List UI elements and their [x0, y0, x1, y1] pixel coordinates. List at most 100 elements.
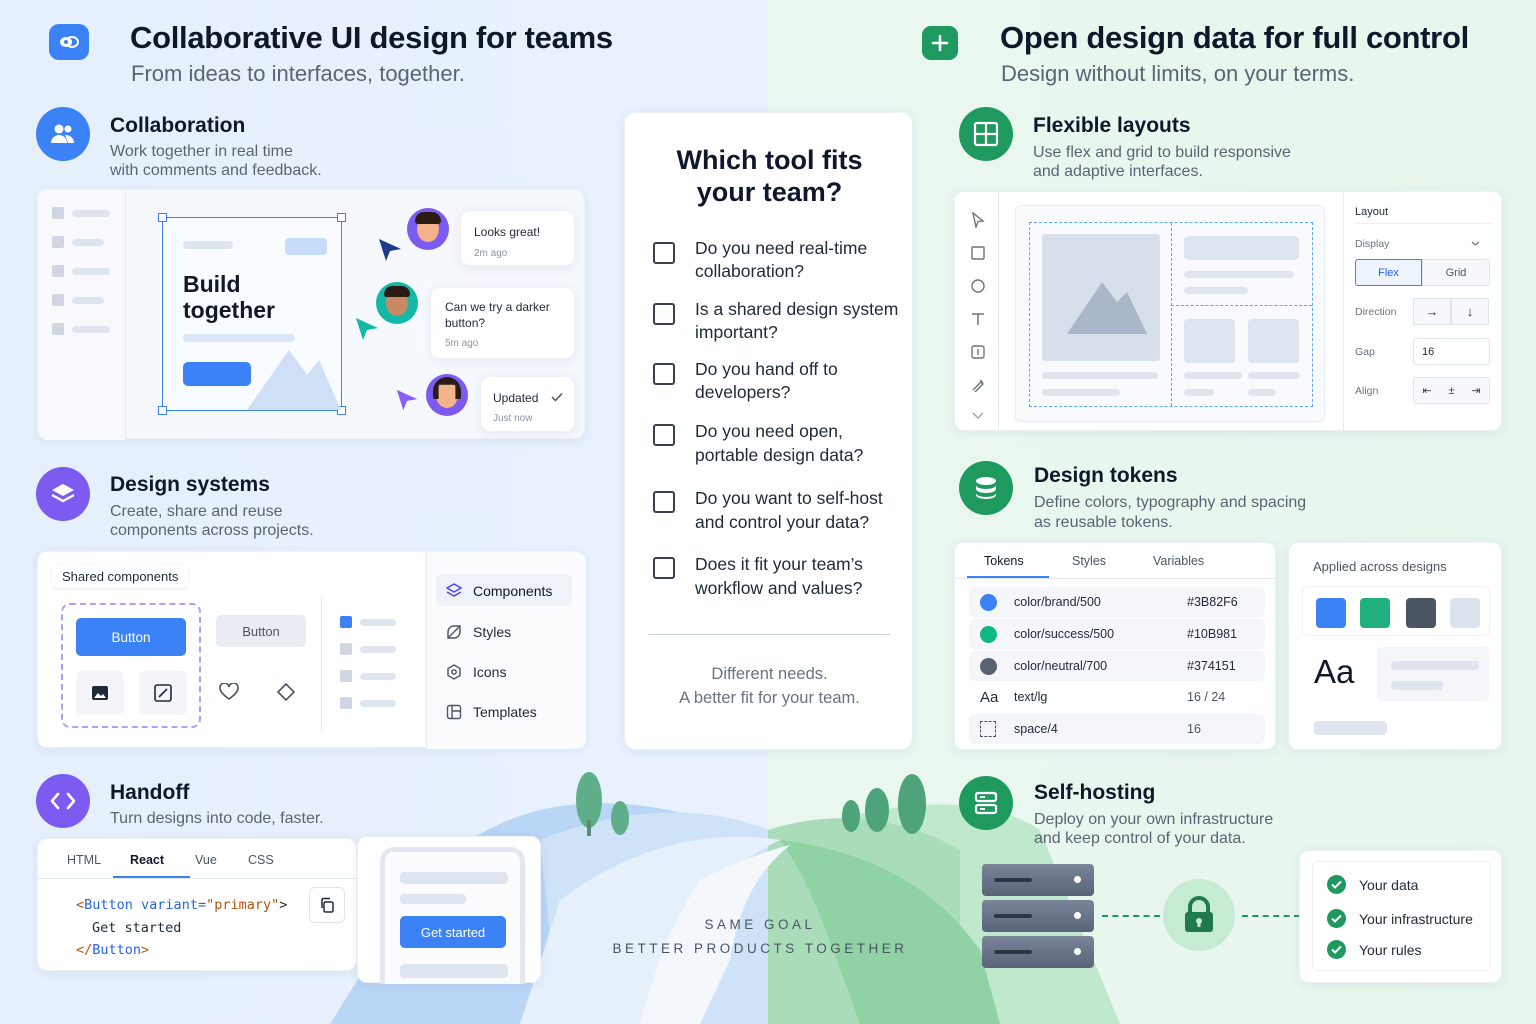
applied-swatch: [1450, 598, 1480, 628]
code-line-2: Get started: [92, 920, 182, 936]
primary-button[interactable]: Button: [76, 618, 186, 656]
control-item: Your rules: [1359, 942, 1422, 958]
comment-text: Can we try a darker: [445, 300, 550, 314]
selected-frame[interactable]: Build together: [158, 213, 346, 415]
color-swatch-icon: [980, 593, 997, 611]
token-row[interactable]: color/brand/500 #3B82F6: [969, 587, 1265, 617]
component-selection[interactable]: Button: [61, 603, 201, 728]
applied-swatch: [1316, 598, 1346, 628]
cursor-icon: [356, 318, 378, 340]
design-systems-card: Shared components Button Button Componen…: [37, 551, 586, 749]
self-hosting-desc-1: Deploy on your own infrastructure: [1034, 811, 1274, 828]
menu-label: Components: [473, 583, 553, 599]
collaboration-title: Collaboration: [110, 114, 246, 137]
question-checkbox[interactable]: [653, 363, 675, 385]
avatar: [407, 208, 449, 250]
direction-column-button[interactable]: ↓: [1451, 298, 1489, 325]
heart-icon[interactable]: [219, 683, 239, 701]
comment-time: 2m ago: [474, 248, 508, 259]
questionnaire-title-1: Which tool fits: [676, 145, 863, 175]
menu-item-styles[interactable]: Styles: [473, 624, 512, 640]
comment-bubble[interactable]: Updated Just now: [480, 376, 575, 432]
menu-item-templates[interactable]: Templates: [473, 704, 537, 720]
question-checkbox[interactable]: [653, 303, 675, 325]
chevron-down-icon[interactable]: [1471, 241, 1480, 246]
copy-button[interactable]: [309, 887, 345, 923]
tab-variables[interactable]: Variables: [1153, 554, 1205, 568]
gap-label: Gap: [1355, 346, 1375, 358]
align-left-icon[interactable]: ⇤: [1422, 385, 1432, 397]
shared-components-label: Shared components: [52, 565, 189, 588]
token-row[interactable]: color/neutral/700 #374151: [969, 651, 1265, 681]
tab-vue[interactable]: Vue: [195, 853, 217, 867]
components-icon: [446, 583, 462, 597]
collaboration-canvas-card: Build together Looks great! 2m ago Can w…: [37, 189, 585, 440]
secondary-button[interactable]: Button: [216, 615, 306, 647]
gap-input[interactable]: 16: [1413, 338, 1490, 365]
direction-row-button[interactable]: →: [1413, 298, 1451, 325]
tokens-card: Tokens Styles Variables color/brand/500 …: [954, 542, 1277, 750]
self-hosting-icon: [959, 776, 1013, 830]
typography-icon: Aa: [980, 688, 999, 706]
left-logo: [49, 24, 89, 60]
ellipse-tool-icon[interactable]: [971, 279, 985, 293]
direction-label: Direction: [1355, 306, 1397, 318]
rectangle-tool-icon[interactable]: [971, 246, 985, 260]
tab-tokens[interactable]: Tokens: [984, 554, 1024, 568]
comment-bubble[interactable]: Can we try a darker button? 5m ago: [430, 287, 575, 359]
comment-text: button?: [445, 316, 486, 330]
text-tool-icon[interactable]: [971, 312, 985, 326]
applied-swatch: [1360, 598, 1390, 628]
shape-icon[interactable]: [276, 682, 296, 702]
display-grid-toggle[interactable]: Grid: [1422, 259, 1490, 286]
right-title: Open design data for full control: [1000, 20, 1469, 55]
layout-frame[interactable]: [1029, 222, 1313, 407]
design-tokens-desc-2: as reusable tokens.: [1034, 514, 1173, 531]
chevron-down-icon[interactable]: [971, 412, 985, 420]
comment-bubble[interactable]: Looks great! 2m ago: [460, 210, 575, 266]
questionnaire-title-2: your team?: [696, 177, 843, 207]
pen-tool-icon[interactable]: [971, 378, 985, 392]
pointer-tool-icon[interactable]: [971, 212, 985, 228]
token-row[interactable]: Aa text/lg 16 / 24: [980, 688, 1226, 706]
tab-styles[interactable]: Styles: [1072, 554, 1107, 568]
left-subtitle: From ideas to interfaces, together.: [131, 61, 465, 86]
color-swatch-icon: [980, 657, 997, 675]
comment-text: Looks great!: [474, 225, 541, 239]
image-icon[interactable]: [76, 671, 124, 715]
question-checkbox[interactable]: [653, 491, 675, 513]
layout-panel: Layout Display Flex Grid Direction → ↓ G…: [1343, 192, 1503, 432]
question-checkbox[interactable]: [653, 242, 675, 264]
get-started-button[interactable]: Get started: [400, 916, 506, 948]
question-checkbox[interactable]: [653, 424, 675, 446]
preview-card: Get started: [357, 836, 541, 984]
token-row[interactable]: color/success/500 #10B981: [969, 619, 1265, 649]
tab-react[interactable]: React: [130, 853, 165, 867]
questionnaire-card: Which tool fits your team? Do you need r…: [624, 112, 913, 750]
tab-css[interactable]: CSS: [248, 853, 274, 867]
flexible-layouts-icon: [959, 107, 1013, 161]
typography-sample: Aa: [1314, 653, 1355, 690]
component-tool-icon[interactable]: [971, 345, 985, 359]
align-controls: ⇤ ± ⇥: [1413, 377, 1490, 404]
flexible-layouts-title: Flexible layouts: [1033, 114, 1191, 137]
copy-icon: [321, 897, 334, 913]
right-logo: [922, 26, 958, 60]
align-center-icon[interactable]: ±: [1448, 384, 1455, 397]
display-flex-toggle[interactable]: Flex: [1355, 259, 1422, 286]
tab-html[interactable]: HTML: [67, 853, 102, 867]
collaboration-desc-2: with comments and feedback.: [110, 162, 322, 179]
control-item: Your infrastructure: [1359, 911, 1473, 927]
design-systems-title: Design systems: [110, 473, 270, 496]
menu-item-icons[interactable]: Icons: [473, 664, 507, 680]
question-text: Do you need open,portable design data?: [695, 421, 864, 465]
align-right-icon[interactable]: ⇥: [1471, 385, 1481, 397]
question-checkbox[interactable]: [653, 557, 675, 579]
styles-icon: [447, 625, 461, 639]
layout-editor-card: Layout Display Flex Grid Direction → ↓ G…: [954, 191, 1503, 432]
token-row[interactable]: space/4 16: [969, 714, 1265, 744]
cursor-icon: [379, 239, 401, 261]
edit-icon[interactable]: [139, 671, 187, 715]
